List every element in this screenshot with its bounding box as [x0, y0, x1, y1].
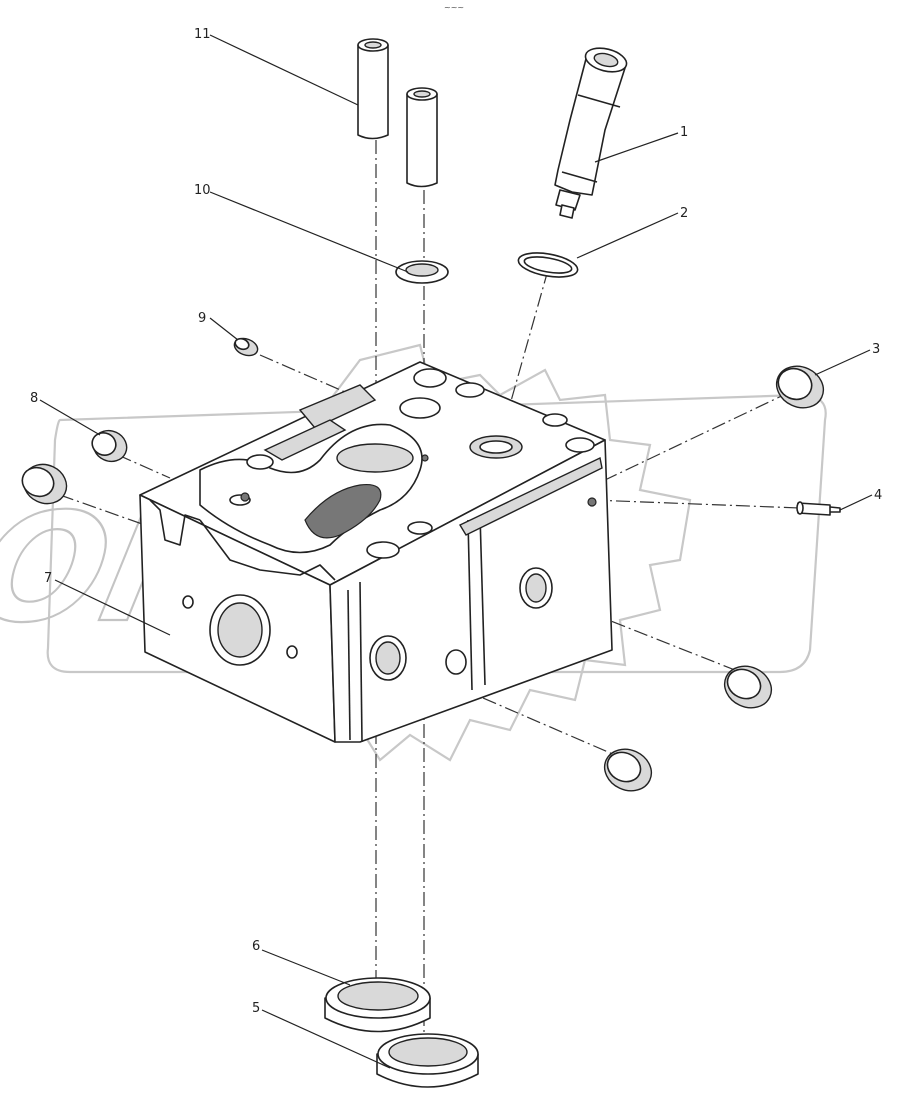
callout-10: 10 [194, 183, 211, 198]
callout-8: 8 [30, 391, 38, 406]
callout-11: 11 [194, 27, 211, 42]
injector-sleeve [554, 47, 628, 219]
cylinder-head-body [139, 361, 613, 743]
plug-3 [775, 365, 825, 409]
bushing-right [723, 665, 773, 709]
callout-3: 3 [872, 342, 880, 357]
callout-labels: 1 2 3 4 5 6 7 8 9 10 11 [30, 27, 882, 1016]
leader-lines [39, 34, 873, 1069]
sleeve-pair [357, 38, 438, 188]
callout-1: 1 [680, 125, 688, 140]
pin-4 [796, 501, 841, 516]
callout-7: 7 [44, 571, 52, 586]
callout-4: 4 [874, 488, 882, 503]
seal-ring-10 [395, 260, 449, 284]
plug-9 [233, 337, 259, 357]
header-mark: ~~~ [444, 3, 464, 12]
callout-2: 2 [680, 206, 688, 221]
plug-8 [91, 429, 128, 463]
callout-9: 9 [198, 311, 206, 326]
watermark-logo [46, 343, 827, 762]
bushing-front [603, 748, 653, 792]
o-ring-2 [517, 252, 579, 278]
valve-seat-ring-6 [324, 977, 431, 1033]
callout-5: 5 [252, 1001, 260, 1016]
callout-6: 6 [252, 939, 260, 954]
plug-8b [21, 463, 68, 505]
valve-seat-ring-5 [376, 1033, 479, 1088]
